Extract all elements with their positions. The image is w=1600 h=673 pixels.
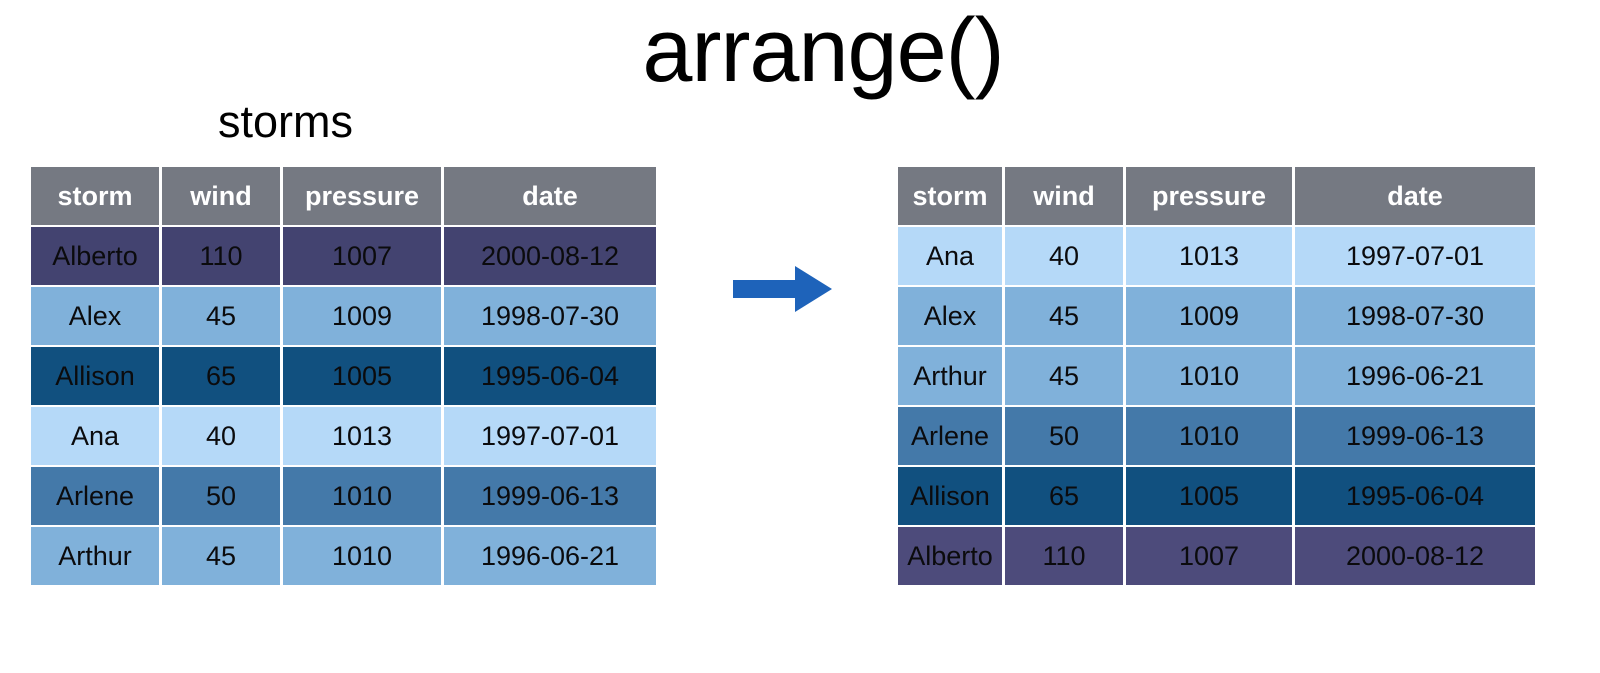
table-cell: Allison bbox=[898, 467, 1002, 525]
arrow-head bbox=[795, 266, 832, 312]
table-cell: 45 bbox=[1005, 347, 1123, 405]
header-row: storm wind pressure date bbox=[898, 167, 1535, 225]
table-cell: 1999-06-13 bbox=[444, 467, 656, 525]
table-cell: 1995-06-04 bbox=[1295, 467, 1535, 525]
table-cell: 1010 bbox=[1126, 407, 1292, 465]
table-cell: 1005 bbox=[1126, 467, 1292, 525]
table-cell: 1010 bbox=[283, 527, 441, 585]
table-row: Ana 40 1013 1997-07-01 bbox=[898, 227, 1535, 285]
column-header-date: date bbox=[444, 167, 656, 225]
table-row: Arlene 50 1010 1999-06-13 bbox=[31, 467, 656, 525]
table-cell: Arlene bbox=[898, 407, 1002, 465]
table-cell: 1013 bbox=[283, 407, 441, 465]
column-header-storm: storm bbox=[31, 167, 159, 225]
table-cell: Alberto bbox=[898, 527, 1002, 585]
table-cell: 1009 bbox=[283, 287, 441, 345]
table-cell: 50 bbox=[162, 467, 280, 525]
table-cell: 1998-07-30 bbox=[444, 287, 656, 345]
table-row: Alex 45 1009 1998-07-30 bbox=[898, 287, 1535, 345]
arranged-table: storm wind pressure date Ana 40 1013 199… bbox=[898, 167, 1535, 585]
table-cell: 50 bbox=[1005, 407, 1123, 465]
table-cell: 1998-07-30 bbox=[1295, 287, 1535, 345]
table-cell: Arthur bbox=[898, 347, 1002, 405]
table-row: Allison 65 1005 1995-06-04 bbox=[898, 467, 1535, 525]
table-cell: 2000-08-12 bbox=[1295, 527, 1535, 585]
table-cell: 1010 bbox=[283, 467, 441, 525]
table-cell: 1997-07-01 bbox=[444, 407, 656, 465]
table-cell: 1007 bbox=[1126, 527, 1292, 585]
column-header-storm: storm bbox=[898, 167, 1002, 225]
table-cell: 1996-06-21 bbox=[1295, 347, 1535, 405]
column-header-wind: wind bbox=[162, 167, 280, 225]
table-row: Alberto 110 1007 2000-08-12 bbox=[898, 527, 1535, 585]
table-cell: 1999-06-13 bbox=[1295, 407, 1535, 465]
table-row: Ana 40 1013 1997-07-01 bbox=[31, 407, 656, 465]
table-row: Arlene 50 1010 1999-06-13 bbox=[898, 407, 1535, 465]
table-row: Alberto 110 1007 2000-08-12 bbox=[31, 227, 656, 285]
arrow-shaft bbox=[733, 280, 797, 298]
table-cell: Alberto bbox=[31, 227, 159, 285]
table-cell: 1995-06-04 bbox=[444, 347, 656, 405]
table-cell: Arlene bbox=[31, 467, 159, 525]
table-cell: 1013 bbox=[1126, 227, 1292, 285]
column-header-pressure: pressure bbox=[1126, 167, 1292, 225]
table-cell: 1996-06-21 bbox=[444, 527, 656, 585]
table-cell: 45 bbox=[162, 527, 280, 585]
left-table-label: storms bbox=[218, 96, 353, 147]
table-cell: 1005 bbox=[283, 347, 441, 405]
table-cell: 1007 bbox=[283, 227, 441, 285]
table-cell: 65 bbox=[1005, 467, 1123, 525]
table-row: Arthur 45 1010 1996-06-21 bbox=[898, 347, 1535, 405]
column-header-date: date bbox=[1295, 167, 1535, 225]
arrow-right-icon bbox=[733, 264, 833, 314]
table-cell: 1009 bbox=[1126, 287, 1292, 345]
table-cell: Alex bbox=[898, 287, 1002, 345]
table-cell: 2000-08-12 bbox=[444, 227, 656, 285]
table-cell: Ana bbox=[31, 407, 159, 465]
storms-table: storm wind pressure date Alberto 110 100… bbox=[31, 167, 656, 585]
table-cell: Arthur bbox=[31, 527, 159, 585]
table-row: Allison 65 1005 1995-06-04 bbox=[31, 347, 656, 405]
table-cell: Ana bbox=[898, 227, 1002, 285]
header-row: storm wind pressure date bbox=[31, 167, 656, 225]
table-row: Arthur 45 1010 1996-06-21 bbox=[31, 527, 656, 585]
table-row: Alex 45 1009 1998-07-30 bbox=[31, 287, 656, 345]
page-title: arrange() bbox=[642, 1, 1004, 101]
table-cell: 40 bbox=[1005, 227, 1123, 285]
table-cell: 40 bbox=[162, 407, 280, 465]
table-cell: 45 bbox=[162, 287, 280, 345]
table-cell: Allison bbox=[31, 347, 159, 405]
table-cell: 110 bbox=[162, 227, 280, 285]
table-cell: 65 bbox=[162, 347, 280, 405]
column-header-wind: wind bbox=[1005, 167, 1123, 225]
table-cell: 1010 bbox=[1126, 347, 1292, 405]
column-header-pressure: pressure bbox=[283, 167, 441, 225]
table-cell: Alex bbox=[31, 287, 159, 345]
table-cell: 1997-07-01 bbox=[1295, 227, 1535, 285]
table-cell: 45 bbox=[1005, 287, 1123, 345]
table-cell: 110 bbox=[1005, 527, 1123, 585]
